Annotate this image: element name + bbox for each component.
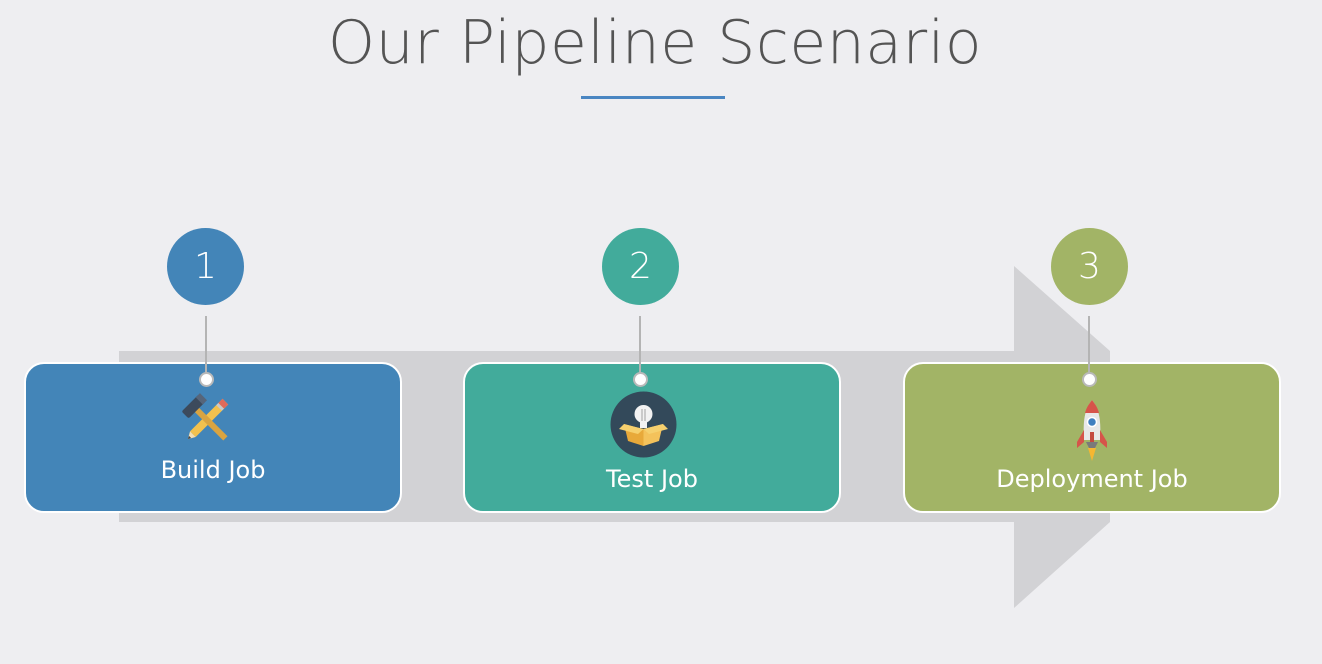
connector-line-2 — [639, 316, 641, 374]
title-underline — [581, 96, 725, 99]
step-box-build[interactable]: Build Job — [24, 362, 402, 513]
lightbulb-box-icon — [610, 391, 677, 458]
step-box-deploy[interactable]: Deployment Job — [903, 362, 1281, 513]
connector-line-1 — [205, 316, 207, 374]
rocket-icon — [1077, 400, 1107, 461]
step-box-test[interactable]: Test Job — [463, 362, 841, 513]
step-number-3: 3 — [1051, 228, 1128, 305]
connector-dot-2 — [633, 372, 648, 387]
hammer-pencil-icon — [182, 393, 229, 441]
step-label-build: Build Job — [160, 456, 266, 484]
step-label-deploy: Deployment Job — [996, 465, 1188, 493]
step-label-test: Test Job — [606, 465, 698, 493]
step-number-2: 2 — [602, 228, 679, 305]
connector-dot-1 — [199, 372, 214, 387]
page-title: Our Pipeline Scenario — [327, 8, 983, 78]
connector-line-3 — [1088, 316, 1090, 374]
step-number-1: 1 — [167, 228, 244, 305]
connector-dot-3 — [1082, 372, 1097, 387]
